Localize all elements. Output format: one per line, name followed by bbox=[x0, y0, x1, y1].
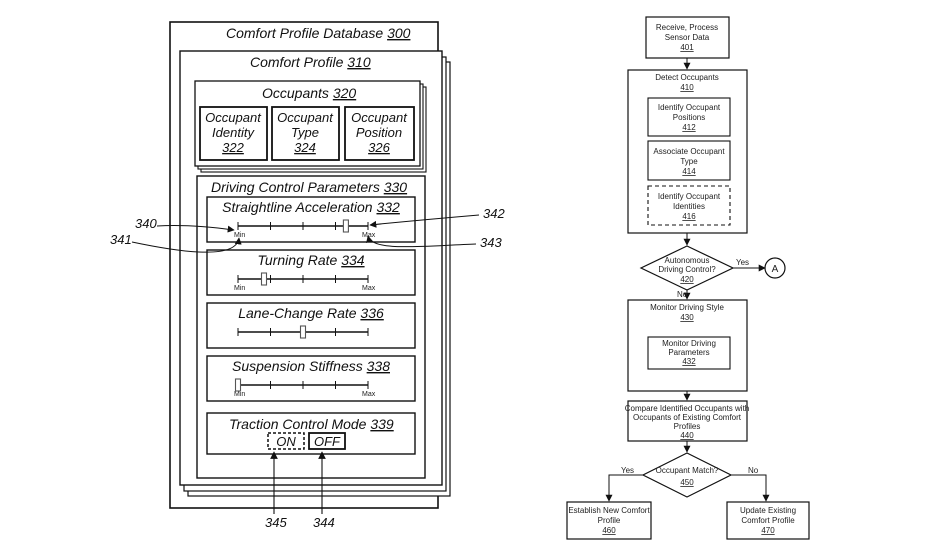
decision-450-no: No bbox=[748, 466, 759, 475]
comfort-profile-database: Comfort Profile Database 300 Comfort Pro… bbox=[110, 22, 505, 530]
step-460-num: 460 bbox=[602, 526, 616, 535]
step-460-l2: Profile bbox=[598, 516, 621, 525]
step-410-label: Detect Occupants bbox=[655, 73, 719, 82]
decision-450-num: 450 bbox=[680, 478, 694, 487]
step-430-label: Monitor Driving Style bbox=[650, 303, 724, 312]
occupant-identity-num: 322 bbox=[222, 140, 244, 155]
occupant-type-num: 324 bbox=[294, 140, 316, 155]
occupant-position-l1: Occupant bbox=[351, 110, 408, 125]
traction-on-label: ON bbox=[276, 434, 296, 449]
decision-450-yes: Yes bbox=[621, 466, 634, 475]
step-440-l2: Occupants of Existing Comfort bbox=[633, 413, 742, 422]
step-412-l1: Identify Occupant bbox=[658, 103, 721, 112]
occupant-identity-l1: Occupant bbox=[205, 110, 262, 125]
decision-420-l2: Driving Control? bbox=[658, 265, 716, 274]
occupant-position-num: 326 bbox=[368, 140, 390, 155]
arrow-450-yes bbox=[609, 475, 643, 501]
occupant-type-l1: Occupant bbox=[277, 110, 334, 125]
callout-341: 341 bbox=[110, 232, 132, 247]
step-440-num: 440 bbox=[680, 431, 694, 440]
traction-control-label: Traction Control Mode 339 bbox=[229, 416, 394, 432]
arrow-450-no bbox=[731, 475, 766, 501]
driving-params-label: Driving Control Parameters 330 bbox=[211, 179, 407, 195]
step-470-l2: Comfort Profile bbox=[741, 516, 795, 525]
step-432-l2: Parameters bbox=[668, 348, 709, 357]
slider-332: Straightline Acceleration 332MinMax bbox=[207, 197, 415, 242]
slider-min-label: Min bbox=[234, 391, 245, 398]
slider-min-label: Min bbox=[234, 285, 245, 292]
step-414-num: 414 bbox=[682, 167, 696, 176]
step-470-l1: Update Existing bbox=[740, 506, 796, 515]
decision-450 bbox=[643, 453, 731, 497]
callout-343: 343 bbox=[480, 235, 502, 250]
step-432-l1: Monitor Driving bbox=[662, 339, 716, 348]
step-416-num: 416 bbox=[682, 212, 696, 221]
flowchart: Receive, Process Sensor Data 401 Detect … bbox=[567, 17, 809, 539]
callout-342: 342 bbox=[483, 206, 505, 221]
step-401-l2: Sensor Data bbox=[665, 33, 710, 42]
slider-max-label: Max bbox=[362, 391, 376, 398]
step-401-l1: Receive, Process bbox=[656, 23, 718, 32]
step-414-l1: Associate Occupant bbox=[653, 147, 725, 156]
occupants-label: Occupants 320 bbox=[262, 85, 356, 101]
decision-420-no: No bbox=[677, 290, 688, 299]
step-440-l1: Compare Identified Occupants with bbox=[625, 404, 750, 413]
step-414-l2: Type bbox=[680, 157, 698, 166]
database-label: Comfort Profile Database 300 bbox=[226, 25, 411, 41]
slider-label: Turning Rate 334 bbox=[257, 252, 364, 268]
occupant-type-l2: Type bbox=[291, 125, 319, 140]
slider-336: Lane-Change Rate 336 bbox=[207, 303, 415, 348]
step-460-l1: Establish New Comfort bbox=[568, 506, 650, 515]
step-416-l2: Identities bbox=[673, 202, 705, 211]
callout-344: 344 bbox=[313, 515, 335, 530]
decision-420-num: 420 bbox=[680, 275, 694, 284]
callout-340: 340 bbox=[135, 216, 157, 231]
step-430-num: 430 bbox=[680, 313, 694, 322]
step-410-num: 410 bbox=[680, 83, 694, 92]
slider-label: Suspension Stiffness 338 bbox=[232, 358, 390, 374]
decision-450-label: Occupant Match? bbox=[656, 466, 719, 475]
step-412-num: 412 bbox=[682, 123, 696, 132]
slider-handle[interactable] bbox=[236, 379, 241, 391]
decision-420-l1: Autonomous bbox=[665, 256, 710, 265]
slider-handle[interactable] bbox=[301, 326, 306, 338]
connector-a-label: A bbox=[772, 264, 779, 275]
slider-handle[interactable] bbox=[343, 220, 348, 232]
slider-label: Lane-Change Rate 336 bbox=[238, 305, 384, 321]
occupant-position-l2: Position bbox=[356, 125, 402, 140]
slider-max-label: Max bbox=[362, 285, 376, 292]
profile-label: Comfort Profile 310 bbox=[250, 54, 371, 70]
callout-345: 345 bbox=[265, 515, 287, 530]
slider-min-label: Min bbox=[234, 232, 245, 239]
occupant-identity-l2: Identity bbox=[212, 125, 255, 140]
traction-off-label: OFF bbox=[314, 434, 341, 449]
slider-handle[interactable] bbox=[262, 273, 267, 285]
step-470-num: 470 bbox=[761, 526, 775, 535]
slider-334: Turning Rate 334Min Max bbox=[207, 250, 415, 295]
slider-338: Suspension Stiffness 338Min Max bbox=[207, 356, 415, 401]
step-432-num: 432 bbox=[682, 357, 696, 366]
step-401-num: 401 bbox=[680, 43, 694, 52]
slider-label: Straightline Acceleration 332 bbox=[222, 199, 400, 215]
step-412-l2: Positions bbox=[673, 113, 705, 122]
step-440-l3: Profiles bbox=[674, 422, 701, 431]
step-416-l1: Identify Occupant bbox=[658, 192, 721, 201]
decision-420-yes: Yes bbox=[736, 258, 749, 267]
